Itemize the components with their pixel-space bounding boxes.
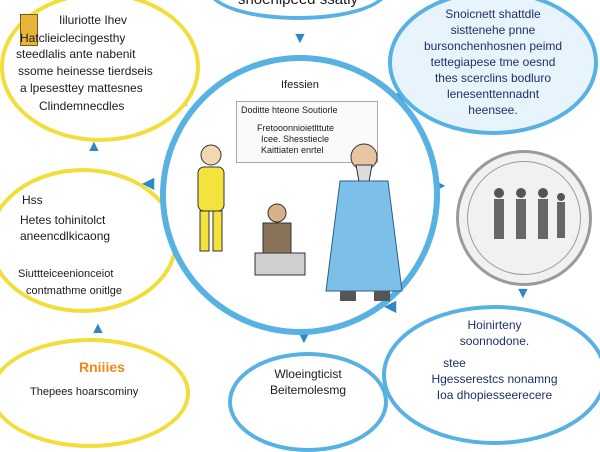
bottom-center-bubble: Wloeingticist Beitemolesmg — [228, 352, 388, 452]
top-center-text: shoenipeed ssatiy — [212, 0, 384, 9]
center-title: Ifessien — [281, 79, 319, 91]
bottom-right-bubble: Hoinirteny soonnodone. stee Hgesserestcs… — [382, 305, 600, 445]
bottom-right-line5: Ioa dhopiesseerecere — [436, 388, 553, 402]
philosopher-figure-blue — [325, 143, 403, 301]
top-left-line5: a lpesesttey mattesnes — [20, 81, 143, 95]
top-right-bubble: Snoicnett shattdle sisttenehe pnne burso… — [388, 0, 598, 135]
top-right-line6: lenesenttennadnt — [446, 87, 540, 101]
board-line3: Kaittiaten enrtel — [261, 145, 324, 155]
bottom-left-bubble: Rniiies Thepees hoarscominy — [0, 338, 190, 448]
arrow-down-right: ▼ — [515, 285, 531, 302]
top-left-bubble: Iiluriotte Ihev Hatclieiclecingesthy ste… — [0, 0, 200, 142]
mid-left-line5: contmathme onitlge — [26, 285, 122, 297]
center-bubble: Ifessien Doditte hteone Soutiorle Fretoo… — [160, 55, 440, 335]
top-center-bubble: shoenipeed ssatiy — [208, 0, 388, 20]
top-left-line3: steedlalis ante nabenit — [16, 47, 136, 61]
mid-left-line1: Hss — [22, 193, 43, 207]
bottom-right-line3: stee — [443, 356, 466, 370]
bottom-center-line2: Beitemolesmg — [269, 383, 347, 397]
arrow-mid-left-up: ▲ — [86, 138, 102, 155]
coin-medallion — [456, 150, 592, 286]
center-subtitle: Doditte hteone Soutiorle — [241, 105, 338, 115]
arrow-bottom-left: ▲ — [90, 320, 106, 337]
board-line1: Fretooonnioietlttute — [257, 123, 335, 133]
coin-inner-ring — [467, 161, 581, 275]
top-right-line3: bursonchenhosnen peimd — [423, 39, 563, 53]
craftsman-figure — [254, 203, 306, 276]
top-right-line4: tettegiapese tme oesnd — [430, 55, 556, 69]
board-line2: Icee. Shesstiecle — [261, 134, 330, 144]
mid-left-bubble: Hss Hetes tohinitolct aneencdlkicaong Si… — [0, 168, 178, 313]
bottom-center-line1: Wloeingticist — [274, 367, 342, 381]
mid-left-line2: Hetes tohinitolct — [20, 213, 106, 227]
top-left-line2: Hatclieiclecingesthy — [20, 31, 126, 45]
top-right-line1: Snoicnett shattdle — [445, 7, 541, 21]
bottom-left-line1: Thepees hoarscominy — [30, 386, 139, 398]
mid-left-line3: aneencdlkicaong — [20, 229, 111, 243]
bottom-left-title: Rniiies — [79, 359, 125, 375]
top-right-line5: thes scerclins bodluro — [434, 71, 552, 85]
bottom-right-line1: Hoinirteny — [467, 318, 522, 332]
top-left-line1: Iiluriotte Ihev — [59, 13, 128, 27]
bottom-right-line2: soonnodone. — [459, 334, 530, 348]
scholar-figure-yellow — [197, 144, 225, 252]
mid-left-line4: Siuttteiceenionceiot — [18, 268, 114, 280]
arrow-top-center: ▼ — [292, 30, 308, 47]
pillar-icon — [20, 14, 38, 46]
top-right-line2: sisttenehe pnne — [450, 23, 536, 37]
top-left-line6: Clindemnecdles — [39, 99, 125, 113]
coin-figures — [494, 188, 565, 239]
top-left-line4: ssome heinesse tierdseis — [18, 64, 153, 78]
bottom-right-line4: Hgesserestcs nonamng — [431, 372, 558, 386]
top-right-line7: heensee. — [468, 103, 518, 117]
